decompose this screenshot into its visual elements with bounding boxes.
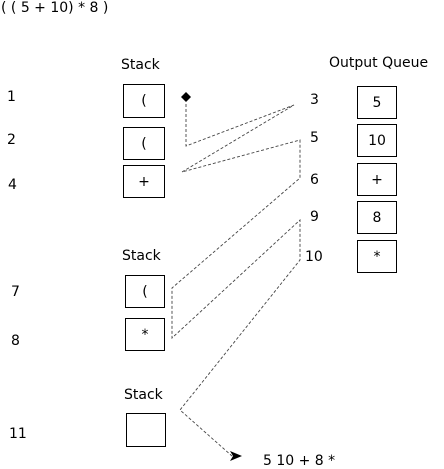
stack-header-2: Stack <box>122 248 161 264</box>
path-step-10: 10 <box>305 249 323 265</box>
step-number-1: 1 <box>7 89 16 105</box>
stack-2-item: * <box>125 318 165 351</box>
stack-header-3: Stack <box>124 387 163 403</box>
step-number-11: 11 <box>9 426 27 442</box>
stack-3-empty-item <box>126 413 166 447</box>
start-marker-diamond <box>181 92 191 102</box>
stack-2-item: ( <box>125 275 165 308</box>
path-step-6: 6 <box>310 172 319 188</box>
stack-1-item: ( <box>123 127 165 160</box>
stack-1-item: ( <box>123 84 165 118</box>
path-segment-1 <box>171 104 301 457</box>
path-step-5: 5 <box>310 130 319 146</box>
step-number-8: 8 <box>11 333 20 349</box>
output-queue-item: + <box>357 163 397 196</box>
step-number-4: 4 <box>8 177 17 193</box>
path-step-9: 9 <box>310 209 319 225</box>
output-queue-item: 8 <box>357 201 397 234</box>
result-expression: 5 10 + 8 * <box>263 453 336 469</box>
output-queue-item: * <box>357 240 397 273</box>
step-number-7: 7 <box>11 284 20 300</box>
output-queue-item: 10 <box>357 124 397 157</box>
stack-header-1: Stack <box>121 57 160 73</box>
expression-title: ( ( 5 + 10) * 8 ) <box>1 0 109 16</box>
end-arrowhead <box>230 451 242 461</box>
output-queue-header: Output Queue <box>329 55 429 71</box>
path-step-3: 3 <box>310 92 319 108</box>
stack-1-item: + <box>123 165 165 198</box>
step-number-2: 2 <box>7 132 16 148</box>
output-queue-item: 5 <box>357 86 397 119</box>
